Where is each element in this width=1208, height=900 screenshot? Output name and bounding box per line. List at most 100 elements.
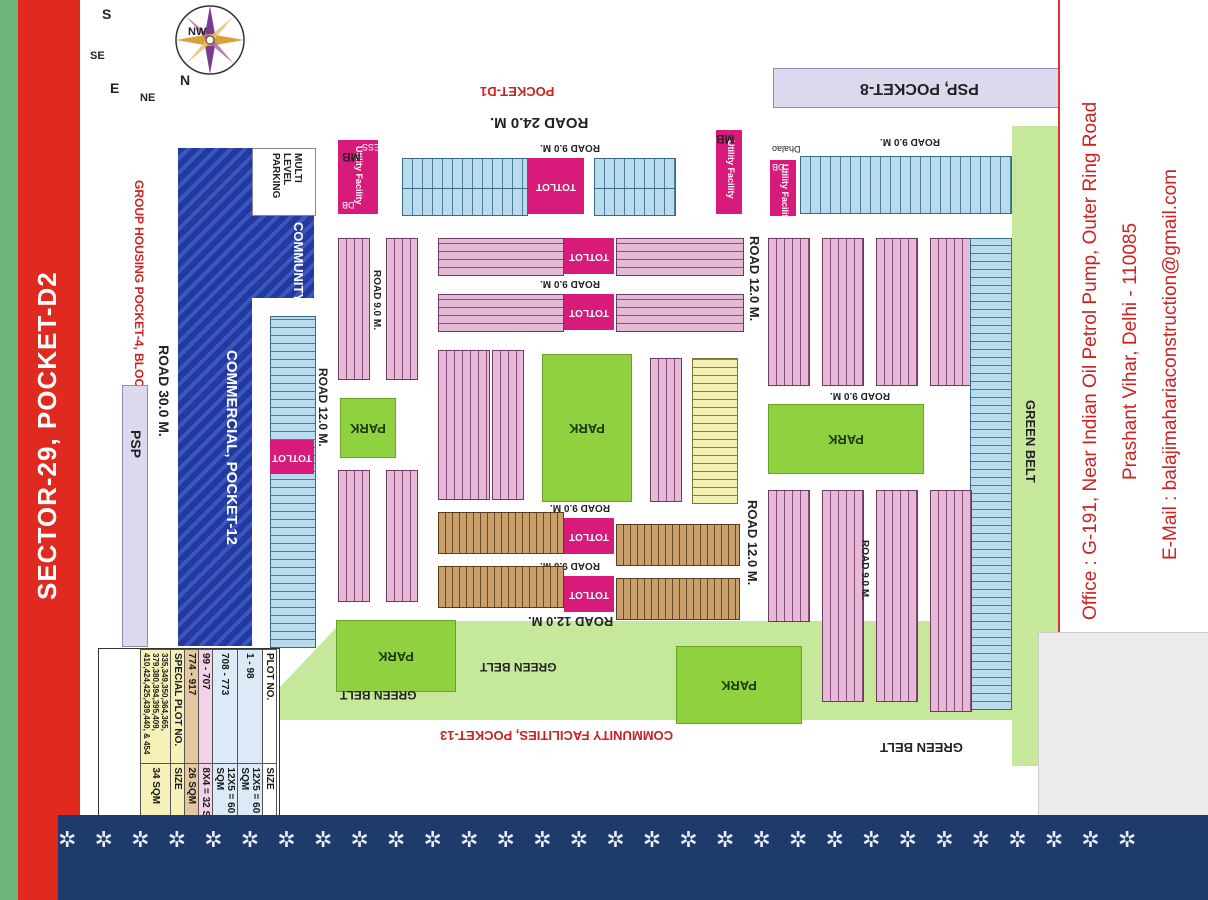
park-small[interactable]: PARK [340,398,396,458]
green-belt-bottom-label: GREEN BELT [880,740,963,755]
db-label-right: DB [772,162,785,172]
totlot-row-2[interactable]: TOTLOT [564,294,614,330]
plot-row-2b[interactable] [616,294,744,332]
compass-rose-icon [175,5,245,75]
psp-pocket-8-label: PSP, POCKET-8 [859,80,979,97]
road-12-center-label: ROAD 12.0 M. [747,236,762,322]
legend-row-1-plot: 1 - 98 [237,649,263,764]
road-9-label-7: ROAD 9.0 M. [830,390,891,401]
totlot[interactable]: TOTLOT [270,440,314,474]
commercial-pocket-12 [178,148,252,646]
title-band: SECTOR-29, POCKET-D2 [18,0,80,900]
park-central[interactable]: PARK [542,354,632,502]
pocket-d1-label: POCKET-D1 [480,84,555,99]
page-title: SECTOR-29, POCKET-D2 [32,271,62,600]
multi-level-parking: MULTI LEVEL PARKING [252,148,316,216]
plot-column-d[interactable] [386,470,418,602]
park-bottom-center[interactable]: PARK [676,646,802,724]
totlot-row-3[interactable]: TOTLOT [564,518,614,554]
plot-row-1a[interactable] [438,238,564,276]
plot-column-a[interactable] [338,238,370,380]
totlot-row-1[interactable]: TOTLOT [564,238,614,274]
psp-label: PSP [128,430,144,459]
dhalao-label: Dhalao [772,144,801,154]
plot-row-1b[interactable] [616,238,744,276]
utility-facility-mid: Utility Facility [716,130,742,214]
office-info-panel: Office : G-191, Near Indian Oil Petrol P… [1058,0,1208,640]
group-housing-label: GROUP HOUSING POCKET-4, BLOCK-C [132,180,146,409]
plot-block-1-98[interactable] [270,316,316,648]
plot-column-b[interactable] [386,238,418,380]
plot-column-i[interactable] [768,490,810,622]
compass-label-nw: NW [188,26,207,38]
legend-special-header-plot: SPECIAL PLOT NO. [170,649,185,764]
wall-left [0,0,18,900]
road-9-label-8: ROAD 9.0 M. [859,540,870,601]
map-poster: SECTOR-29, POCKET-D2 S SE E NE N NW POCK… [18,0,1208,900]
compass-label-s: S [102,6,112,22]
utility-facility-right: Utility Facility [770,160,796,223]
plot-column-g[interactable] [876,238,918,386]
plot-row-brown-1a[interactable] [438,512,564,554]
plot-block-335-349[interactable] [438,350,490,500]
plot-row-2a[interactable] [438,294,564,332]
mb-label-right: MB [716,132,735,146]
plot-block-top-c[interactable] [402,188,528,216]
park-right[interactable]: PARK [768,404,924,474]
community-facility-block [252,216,314,298]
road-30-label: ROAD 30.0 M. [156,345,172,437]
plot-column-e[interactable] [768,238,810,386]
plot-block-708-745[interactable] [970,238,1012,710]
plot-row-brown-2b[interactable] [616,578,740,620]
road-12-lower-label: ROAD 12.0 M. [745,500,760,586]
plot-legend: PLOT NO. SIZE 1 - 98 12X5 = 60 SQM 708 -… [98,648,280,840]
multi-level-parking-label: MULTI LEVEL PARKING [270,153,303,199]
compass-label-n: N [180,72,191,88]
green-belt-right-label: GREEN BELT [1023,400,1038,483]
ess-label: ESS [362,142,381,152]
mb-label-left: MB [342,150,361,164]
legend-row-2-plot: 708 - 773 [212,649,238,764]
road-9-label-2: ROAD 9.0 M. [880,136,941,147]
road-12-label: ROAD 12.0 M. [316,368,330,447]
utility-facility-mid-label: Utility Facility [726,140,736,199]
plot-column-h[interactable] [930,238,972,386]
commercial-label: COMMERCIAL, POCKET-12 [223,350,240,546]
road-9-label-1: ROAD 9.0 M. [540,142,601,153]
plot-row-brown-2a[interactable] [438,566,564,608]
legend-header-plot: PLOT NO. [262,649,277,764]
plot-column-l[interactable] [930,490,972,712]
plot-block-425-454[interactable] [692,358,738,504]
totlot-top[interactable]: TOTLOT [528,158,584,214]
map-area: S SE E NE N NW POCKET-D1 PSP, POCKET-8 R… [80,0,1110,815]
legend-special-plots: 335,349,350,364,365, 379,380,394,395,409… [140,649,171,764]
legend-row-3-plot: 99 - 707 [198,649,213,764]
border-pattern-icon: ✲ ✲ ✲ ✲ ✲ ✲ ✲ ✲ ✲ ✲ ✲ ✲ ✲ ✲ ✲ ✲ ✲ ✲ ✲ ✲ … [58,827,1143,852]
plot-column-f[interactable] [822,238,864,386]
plot-column-c[interactable] [338,470,370,602]
compass-label-ne: NE [140,92,156,104]
road-9-label-4: ROAD 9.0 M. [540,278,601,289]
plot-column-k[interactable] [876,490,918,702]
compass-label-se: SE [90,50,105,62]
utility-facility-right-label: Utility Facility [780,164,790,223]
totlot-row-4[interactable]: TOTLOT [564,576,614,612]
park-bottom-left[interactable]: PARK [336,620,456,692]
utility-top-left: Utility Facility [338,140,378,214]
db-label-left: DB [342,200,355,210]
plot-block-746-773[interactable] [800,156,1012,214]
plot-block-top-a[interactable] [402,158,528,190]
office-address-line2: Prashant Vihar, Delhi - 110085 [1120,222,1141,480]
office-email: E-Mail : balajimahariaconstruction@gmail… [1160,169,1181,560]
psp-strip [122,385,148,647]
psp-pocket-8: PSP, POCKET-8 [773,68,1065,108]
plot-column-j[interactable] [822,490,864,702]
road-24-label: ROAD 24.0 M. [490,114,589,131]
compass-label-e: E [110,80,120,96]
plot-block-top-b[interactable] [594,158,676,190]
plot-block-365-379[interactable] [492,350,524,500]
green-belt-lower-label: GREEN BELT [480,660,557,674]
plot-block-top-d[interactable] [594,188,676,216]
plot-row-brown-1b[interactable] [616,524,740,566]
plot-block-395-409[interactable] [650,358,682,502]
